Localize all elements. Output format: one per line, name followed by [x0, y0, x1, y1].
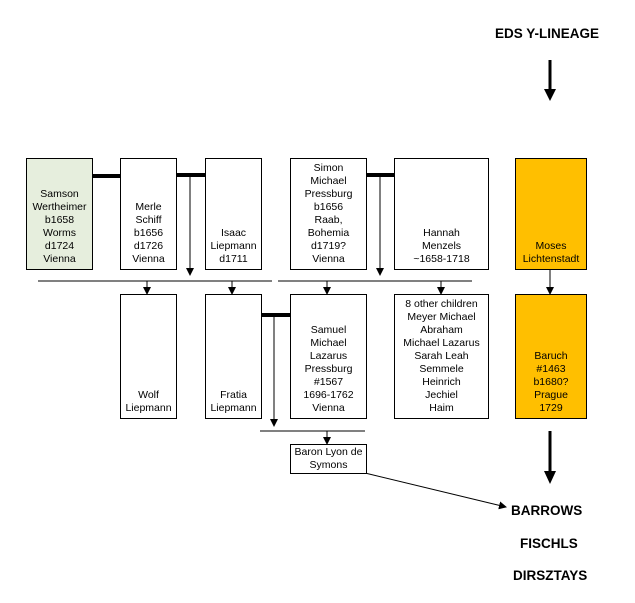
person-moses-lichtenstadt: Moses Lichtenstadt — [515, 158, 587, 270]
person-label: Simon Michael Pressburg b1656 Raab, Bohe… — [304, 162, 353, 265]
person-label: Fratia Liepmann — [210, 389, 257, 414]
person-label: Wolf Liepmann — [125, 389, 172, 414]
big-arrow-bottom-head — [544, 471, 556, 484]
person-wolf-liepmann: Wolf Liepmann — [120, 294, 177, 419]
big-arrow-top-head — [544, 89, 556, 101]
person-label: Hannah Menzels ~1658-1718 — [413, 227, 470, 265]
person-label: Baruch #1463 b1680? Prague 1729 — [533, 350, 569, 414]
person-merle-schiff: Merle Schiff b1656 d1726 Vienna — [120, 158, 177, 270]
person-samson-wertheimer: Samson Wertheimer b1658 Worms d1724 Vien… — [26, 158, 93, 270]
person-fratia-liepmann: Fratia Liepmann — [205, 294, 262, 419]
person-samuel-michael-lazarus: Samuel Michael Lazarus Pressburg #1567 1… — [290, 294, 367, 419]
person-hannah-menzels: Hannah Menzels ~1658-1718 — [394, 158, 489, 270]
person-baruch: Baruch #1463 b1680? Prague 1729 — [515, 294, 587, 419]
person-isaac-liepmann: Isaac Liepmann d1711 — [205, 158, 262, 270]
person-simon-michael-pressburg: Simon Michael Pressburg b1656 Raab, Bohe… — [290, 158, 367, 270]
page-title: EDS Y-LINEAGE — [495, 26, 600, 41]
descendant-fischls: FISCHLS — [520, 536, 578, 551]
person-label: Merle Schiff b1656 d1726 Vienna — [132, 201, 165, 265]
person-label: Samson Wertheimer b1658 Worms d1724 Vien… — [32, 188, 87, 265]
arrow-baron-barrows — [364, 472, 507, 510]
descendant-barrows: BARROWS — [511, 503, 583, 518]
other-children-list: 8 other children Meyer Michael Abraham M… — [394, 294, 489, 419]
person-label: Baron Lyon de Symons — [294, 446, 363, 471]
descendant-dirsztays: DIRSZTAYS — [513, 568, 588, 583]
children-label: 8 other children Meyer Michael Abraham M… — [403, 298, 480, 414]
person-label: Moses Lichtenstadt — [522, 240, 580, 265]
person-label: Isaac Liepmann d1711 — [210, 227, 257, 265]
person-label: Samuel Michael Lazarus Pressburg #1567 1… — [303, 324, 354, 414]
person-baron-lyon-de-symons: Baron Lyon de Symons — [290, 444, 367, 474]
